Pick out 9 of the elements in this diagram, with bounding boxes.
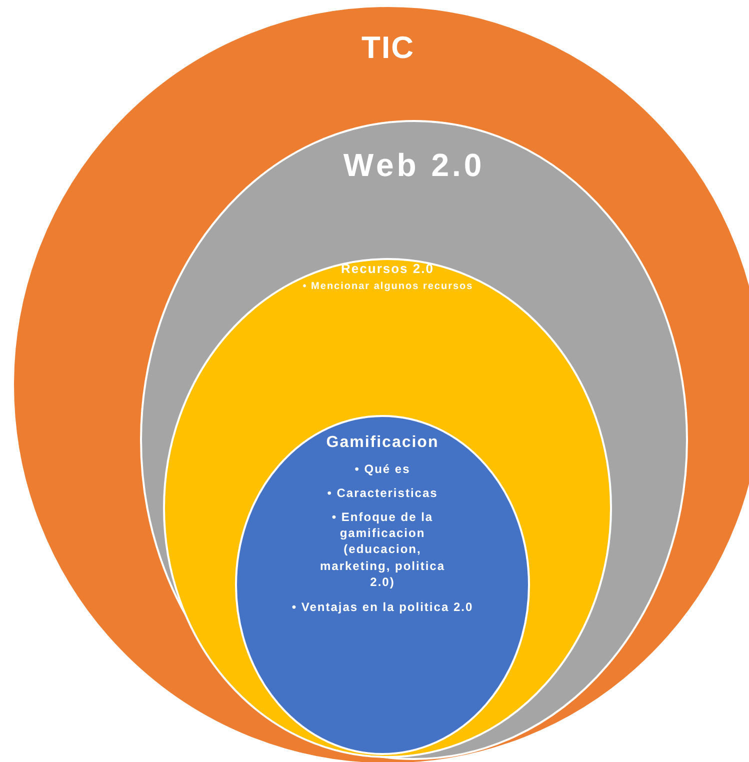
bullet-item: • Qué es: [354, 461, 412, 478]
circle-title: Gamificacion: [325, 433, 440, 453]
circle-title: Web 2.0: [342, 146, 486, 185]
bullet-item: • Ventajas en la politica 2.0: [290, 599, 474, 616]
bullet-item: • Enfoque de la gamificacion (educacion, marketing, politica 2.0): [318, 509, 446, 590]
bullet-item: • Caracteristicas: [326, 485, 439, 502]
circle-title: Recursos 2.0: [340, 260, 435, 278]
bullet-item: • Mencionar algunos recursos: [302, 280, 474, 294]
circle-title: TIC: [360, 29, 416, 67]
